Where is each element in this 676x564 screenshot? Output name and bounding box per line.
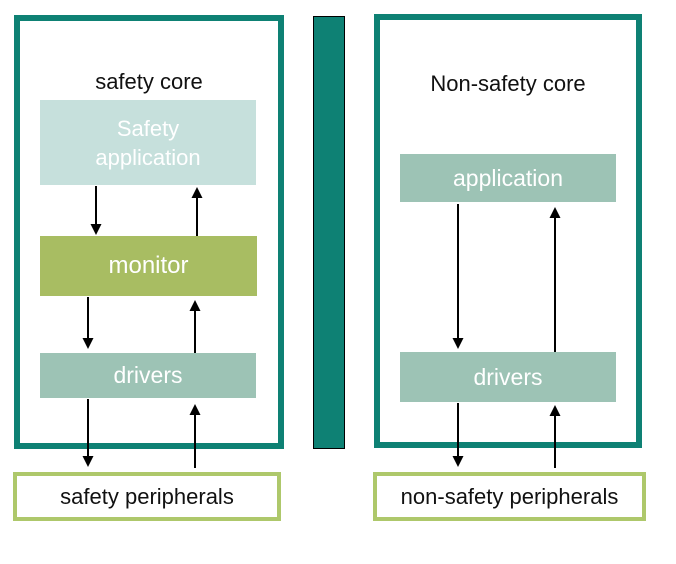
non-safety-drivers-block: drivers [400, 352, 616, 402]
non-safety-peripherals-box: non-safety peripherals [373, 472, 646, 521]
safety-application-block: Safety application [40, 100, 256, 185]
application-block: application [400, 154, 616, 202]
safety-application-label-line1: Safety [116, 115, 180, 141]
safety-application-label-line2: application [95, 144, 201, 170]
non-safety-core-title: Non-safety core [430, 71, 586, 96]
monitor-block: monitor [40, 236, 257, 296]
core-divider-bar [313, 16, 345, 449]
safety-drivers-block: drivers [40, 353, 256, 398]
safety-peripherals-box: safety peripherals [13, 472, 281, 521]
safety-core-title: safety core [95, 69, 203, 94]
